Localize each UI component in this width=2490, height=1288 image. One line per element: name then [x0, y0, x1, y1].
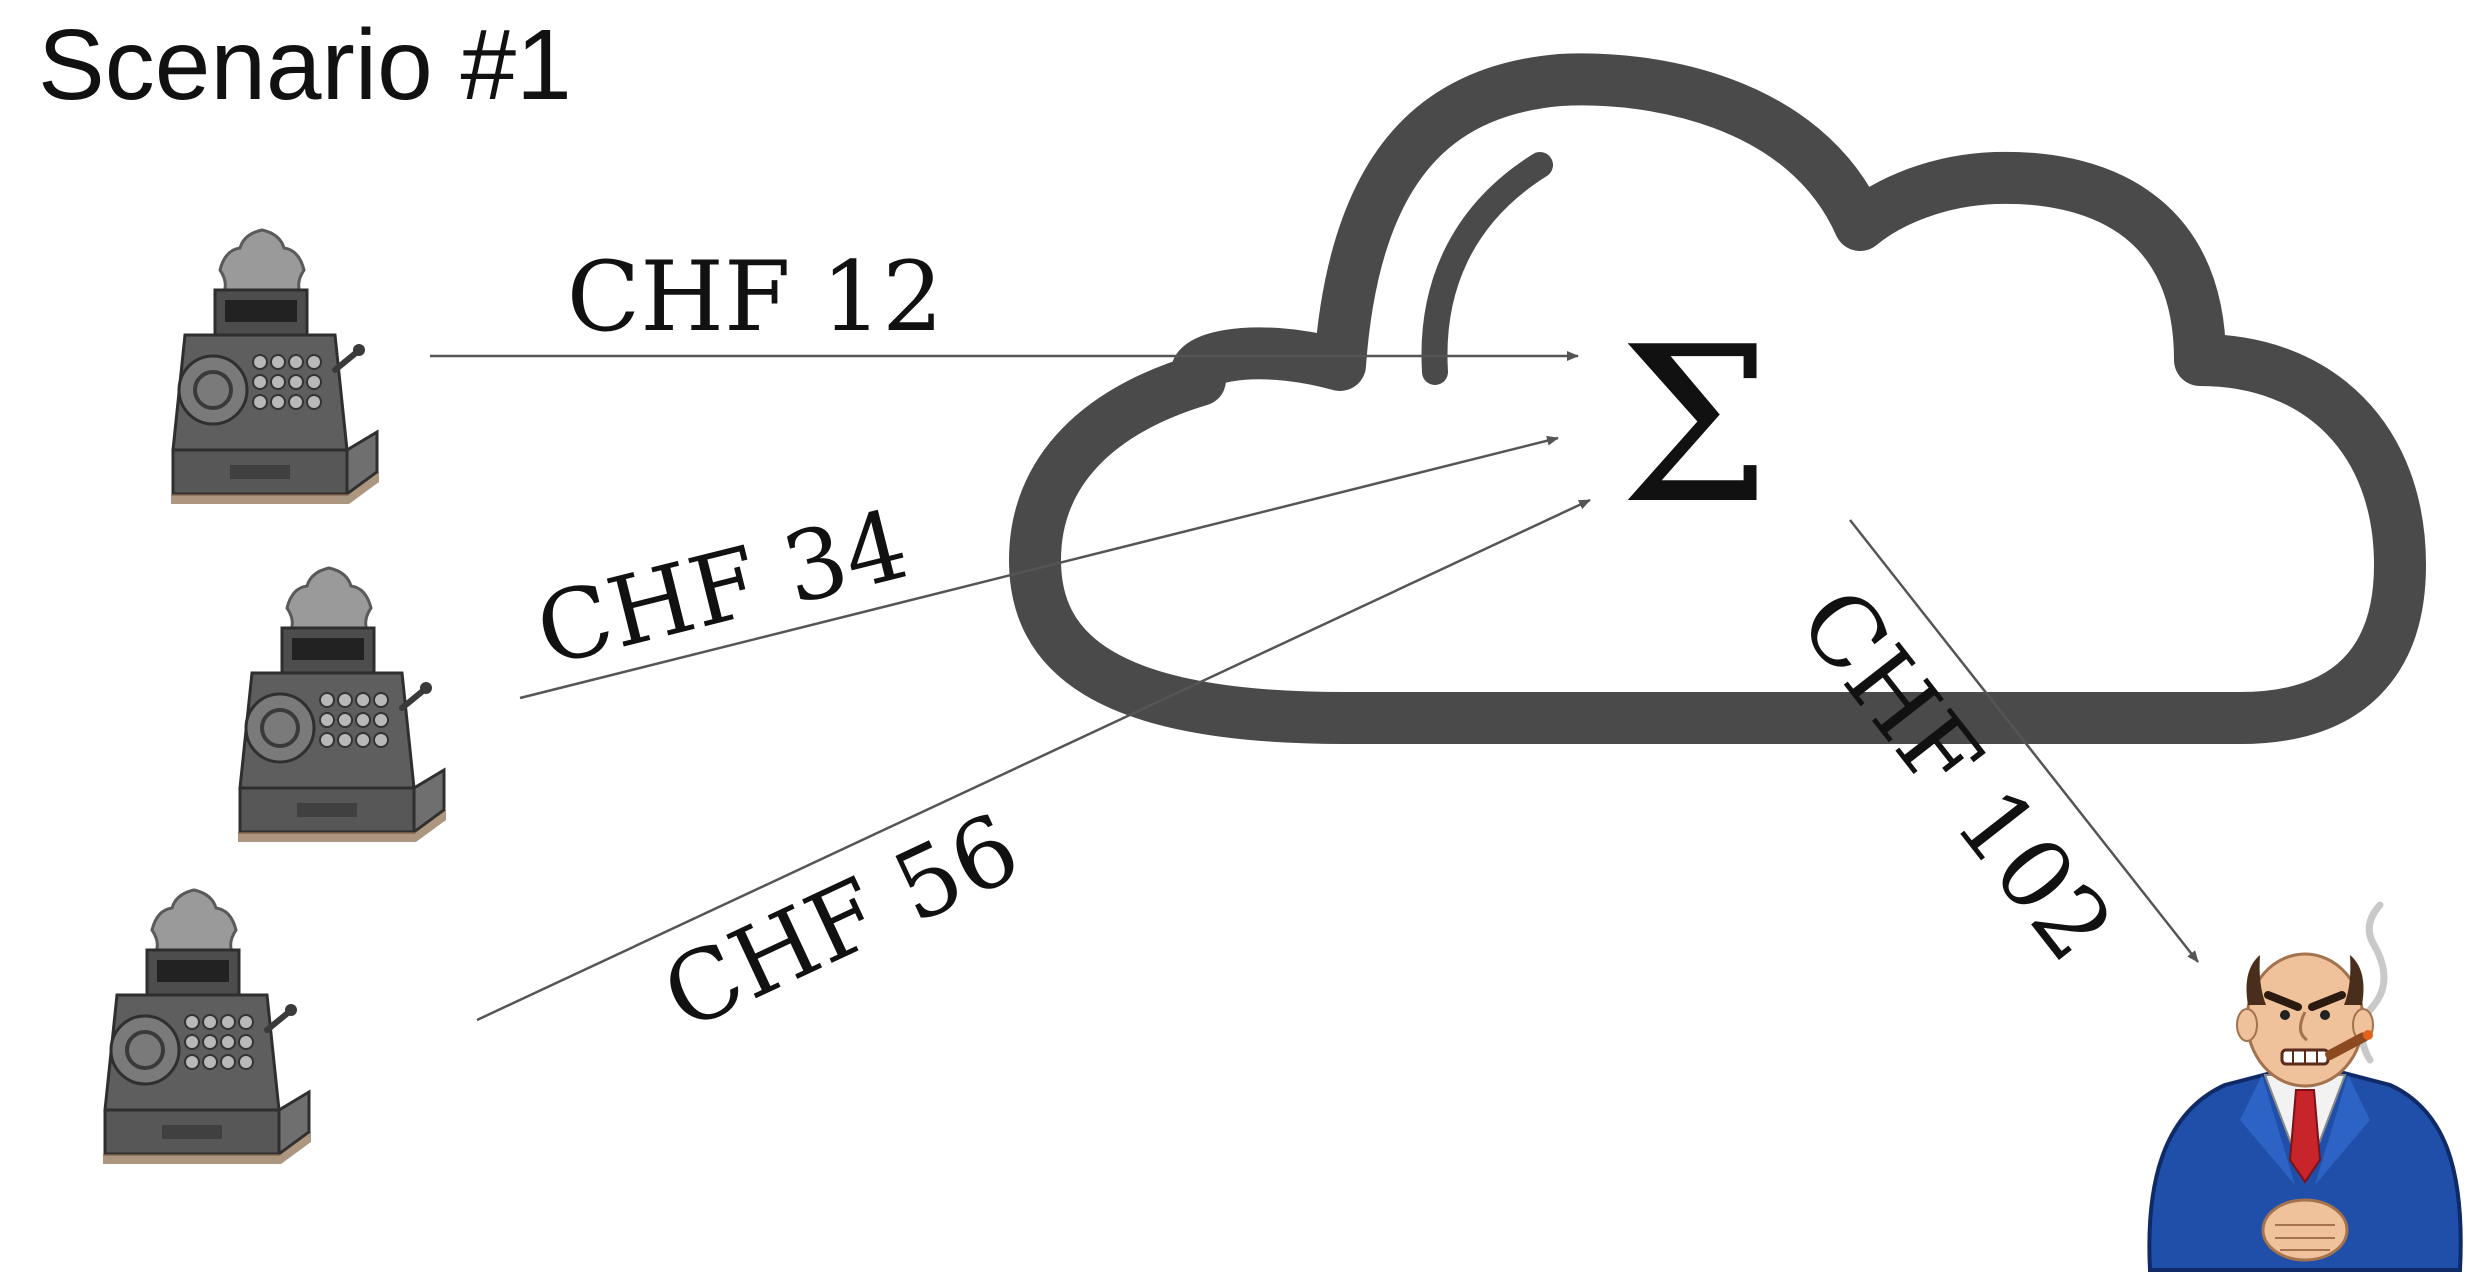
amount-label: CHF 102	[1777, 568, 2135, 982]
amount-label: CHF 12	[567, 241, 943, 353]
cash-register-icon	[238, 568, 446, 842]
amount-label: CHF 56	[647, 792, 1036, 1053]
cash-register-icon	[103, 890, 311, 1164]
cloud-icon	[1009, 53, 2426, 744]
flow-arrow-out	[1849, 519, 2199, 963]
flow-arrow-2	[519, 435, 1559, 700]
slide-title: Scenario #1	[38, 9, 572, 121]
cash-register-icon	[171, 230, 379, 504]
greedy-businessman-icon	[2147, 901, 2463, 1272]
sigma-symbol: Σ	[1619, 300, 1771, 551]
amount-label: CHF 34	[526, 488, 918, 688]
flow-arrow-3	[476, 498, 1591, 1022]
